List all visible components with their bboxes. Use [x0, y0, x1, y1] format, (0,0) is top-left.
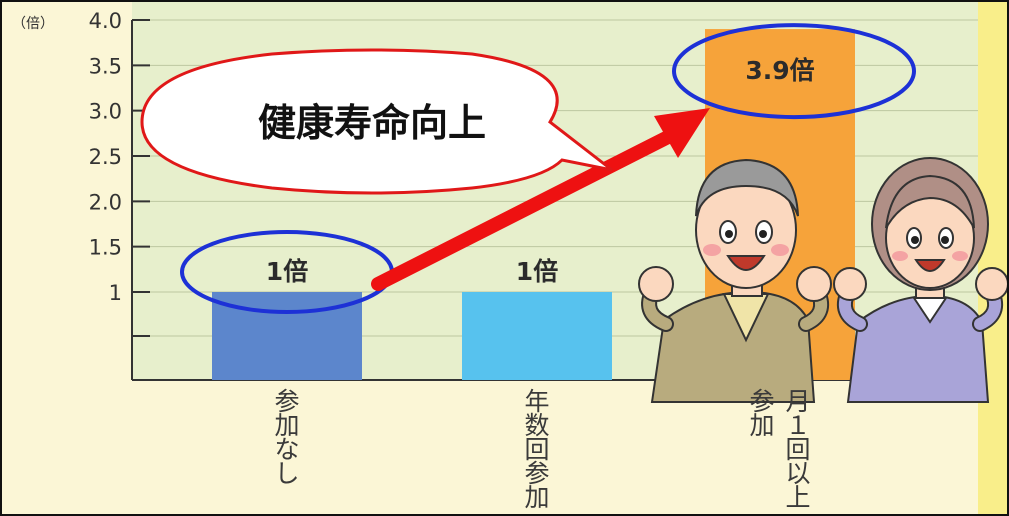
data-label: 3.9倍	[745, 56, 814, 85]
x-category-char: 回	[524, 435, 549, 464]
callout-text: 健康寿命向上	[258, 101, 486, 145]
data-label: 1倍	[516, 257, 558, 286]
y-tick-label: 1	[109, 281, 122, 305]
y-tick-label: 2.5	[89, 145, 122, 169]
elderly-man-cheering-icon	[638, 158, 832, 403]
y-tick-label: 4.0	[89, 9, 122, 33]
y-unit-label: （倍）	[12, 16, 54, 32]
bar-2	[462, 292, 612, 380]
x-category-char: 上	[785, 483, 810, 512]
callout-bubble: 健康寿命向上	[140, 48, 613, 195]
x-category-char: し	[274, 459, 299, 488]
trend-arrow	[371, 108, 710, 291]
x-category-char: 月	[785, 387, 810, 416]
x-category-char: 数	[524, 411, 549, 440]
y-tick-label: 1.5	[89, 236, 122, 260]
x-category-char: １	[785, 411, 810, 440]
data-label: 1倍	[266, 257, 308, 286]
x-category-char: 年	[524, 387, 549, 416]
x-category-char: 加	[524, 483, 549, 512]
y-tick-label: 2.0	[89, 190, 122, 214]
elderly-woman-cheering-icon	[833, 157, 1007, 403]
x-category-char: 回	[785, 435, 810, 464]
x-category-char: 参	[524, 459, 549, 488]
x-category-char: 参	[274, 387, 299, 416]
x-category-char: 加	[274, 411, 299, 440]
y-tick-label: 3.5	[89, 54, 122, 78]
x-category-char: 参	[749, 387, 774, 416]
x-category-char: な	[274, 435, 299, 464]
x-category-char: 加	[749, 411, 774, 440]
y-tick-label: 3.0	[89, 100, 122, 124]
x-category-char: 以	[785, 459, 810, 488]
right-stripe	[978, 2, 1007, 514]
highlight-circle	[672, 23, 916, 120]
